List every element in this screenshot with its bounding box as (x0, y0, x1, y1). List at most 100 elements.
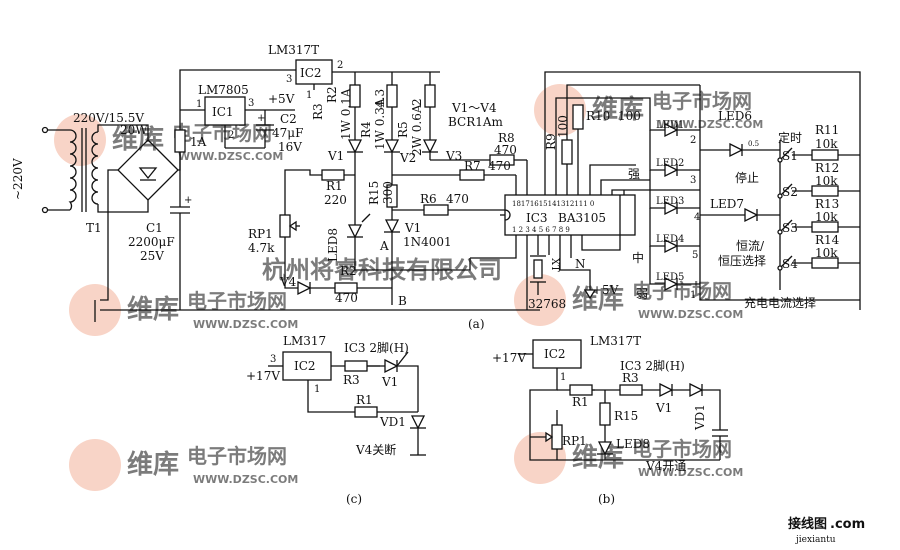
ic2-pin2: 2 (337, 60, 343, 71)
cc-cv-label-1: 恒流/ (736, 239, 765, 253)
b-ic-type: LM317T (590, 334, 641, 348)
potentiometer-rp1 (279, 214, 300, 260)
plus5v-top-label: +5V (268, 92, 295, 106)
led3-num: 4 (694, 212, 700, 223)
b-led8-label: LED8 (616, 437, 650, 451)
c2-cap-value: 47μF (272, 126, 303, 140)
c-triac-v1 (367, 351, 419, 412)
ic2-pin1: 1 (306, 90, 312, 101)
r2-top-label: R2 (325, 86, 339, 103)
r15-value: 300 (381, 181, 395, 204)
c1-cap-value: 2200μF (128, 235, 175, 249)
v-type-label: BCR1Am (448, 115, 504, 129)
r13-label: R13 (815, 197, 839, 211)
c-resistor-r1 (354, 406, 418, 418)
footer-logo-com: .com (830, 517, 865, 532)
c-diode-vd1 (410, 415, 426, 456)
led8-label: LED8 (326, 228, 340, 262)
led3-label: LED3 (656, 196, 684, 207)
r2-value: 470 (335, 291, 358, 305)
r10-label: R10 (586, 109, 610, 123)
node-a-label: A (379, 239, 389, 253)
c-v4off-label: V4关断 (355, 442, 396, 457)
c-ic3pin-label: IC3 2脚(H) (344, 340, 409, 355)
led1-label: LED1 (656, 120, 684, 131)
led1 (635, 97, 700, 138)
b-diode-vd1 (689, 382, 728, 460)
led4-num: 5 (692, 250, 698, 261)
c-ic-type: LM317 (283, 334, 326, 348)
weak-label: 弱 (636, 287, 648, 301)
watermark-url: WWW.DZSC.COM (178, 150, 283, 163)
watermark-url: WWW.DZSC.COM (638, 308, 743, 321)
triac-v3 (422, 139, 438, 160)
led6-small: 0.5 (748, 140, 759, 148)
v2-label: V2 (399, 151, 416, 165)
c-pin1: 1 (314, 384, 320, 395)
ic2-pin3: 3 (286, 74, 292, 85)
r1-label: R1 (326, 179, 343, 193)
b-pin1: 1 (560, 372, 566, 383)
ic1-pin3: 3 (248, 98, 254, 109)
b-ic2-label: IC2 (544, 347, 566, 361)
led6-label: LED6 (718, 109, 752, 123)
switch-s3 (777, 219, 793, 235)
led3 (649, 170, 700, 216)
b-led8 (597, 441, 613, 460)
c-resistor-r3 (344, 360, 368, 372)
c1-volt-value: 25V (140, 249, 164, 263)
c-v1-label: V1 (381, 375, 398, 389)
b-triac-v1 (642, 382, 690, 398)
footer-logo: 接线图 .com jiexiantu (788, 516, 865, 545)
v4-label: V4 (279, 275, 297, 289)
ic3-ba3105 (500, 194, 636, 236)
r11-value: 10k (815, 137, 838, 151)
c-17v: +17V (246, 369, 280, 383)
switch-s2 (777, 183, 793, 199)
resistor-r8 (430, 154, 528, 195)
watermark-logo-5: 维库 电子市场网 WWW.DZSC.COM (69, 439, 298, 491)
r14-label: R14 (815, 233, 840, 247)
switch-s1 (777, 147, 793, 163)
s2-label: S2 (782, 185, 798, 199)
b-17v: +17V (492, 351, 526, 365)
footer-logo-cn: 接线图 (788, 516, 827, 532)
b-vd1-label: VD1 (693, 404, 707, 431)
triac-v1 (347, 139, 363, 175)
supply-arrow (583, 289, 597, 300)
strong-label: 强 (628, 167, 640, 181)
r6-value: 470 (446, 192, 469, 206)
svg-text:+: + (257, 113, 265, 124)
r12-label: R12 (815, 161, 839, 175)
r8-value: 470 (494, 143, 517, 157)
b-resistor-r1 (569, 384, 593, 396)
fuse-1a (174, 129, 186, 195)
ic3-label: IC3 (526, 211, 548, 225)
r6-label: R6 (420, 192, 437, 206)
r4-label: R4 (359, 121, 373, 138)
led7-label: LED7 (710, 197, 744, 211)
led4 (649, 208, 700, 254)
led7 (700, 207, 780, 223)
r11-label: R11 (815, 123, 839, 137)
b-v1-label: V1 (655, 401, 672, 415)
diagram-b: IC2 LM317T +17V 1 R1 R3 IC3 2脚(H) V1 (492, 334, 728, 506)
ic3-top-pins: 18171615141312111 0 (512, 200, 594, 208)
watermark-brand: 维库 (592, 94, 644, 125)
resistor-r6 (392, 204, 505, 216)
led2-num: 3 (690, 175, 696, 186)
ic3-bottom-pins: 1 2 3 4 5 6 7 8 9 (512, 226, 570, 234)
watermark-logo-2: 维库 电子市场网 WWW.DZSC.COM (534, 84, 763, 136)
ic1-label: IC1 (212, 105, 234, 119)
ic1-pin1: 1 (196, 99, 202, 110)
b-ic3pin-label: IC3 2脚(H) (620, 358, 685, 373)
medium-label: 中 (632, 250, 644, 265)
caption-c: (c) (346, 492, 362, 506)
resistor-r13 (792, 221, 860, 233)
c-vd1-label: VD1 (379, 415, 406, 429)
c-ic2-label: IC2 (294, 359, 316, 373)
b-resistor-r15 (599, 390, 611, 442)
watermark-brand: 维库 (127, 449, 179, 480)
c-r3-label: R3 (343, 373, 360, 387)
mains-label: ~220V (11, 158, 25, 200)
